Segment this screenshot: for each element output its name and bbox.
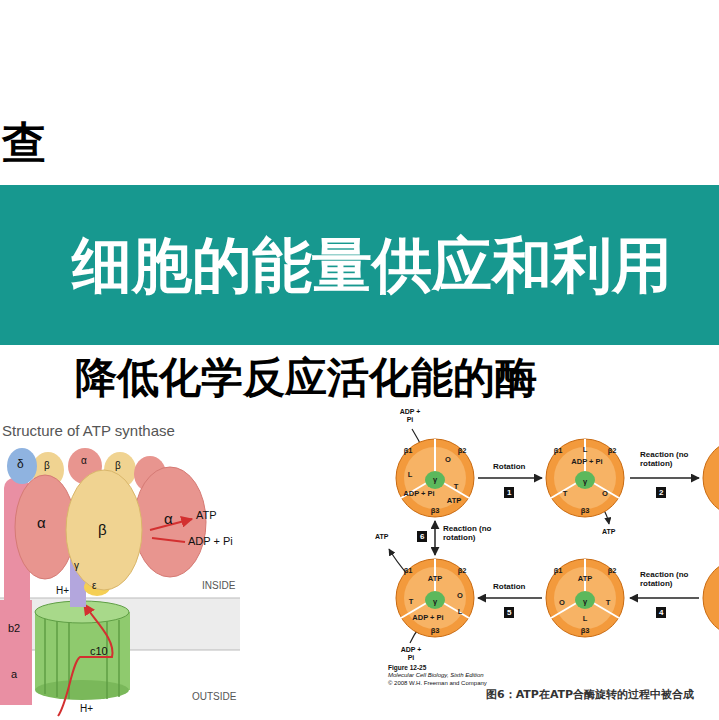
step-number: 6 [417,531,427,542]
step-arrow [630,597,699,599]
circle-label: L [408,471,413,480]
step-connector [478,477,542,479]
rotor-state-circle: β1 β2 β3 O L TγADP + Pi ATP [395,438,475,518]
subunit-label: α [37,514,46,531]
adp-line [152,538,185,542]
c-ring [35,612,130,690]
step-number: 5 [504,607,514,618]
circle-label: O [559,599,565,608]
step-label: Reaction (no rotation) [640,450,696,468]
circle-label: T [606,599,611,608]
subunit-label: β [44,460,50,472]
ion-label: H+ [80,703,93,715]
circle-label: T [409,598,414,607]
partial-circle [703,439,719,517]
circle-label: T [454,483,459,492]
product-label: ATP [375,533,388,541]
subunit-label: α [164,510,173,527]
circle-label: β1 [404,447,413,456]
step-connector [478,597,542,599]
rotor-state-circle: β1ATP β2Oγ T Lβ3 [545,558,625,638]
side-label: INSIDE [202,580,235,592]
circle-label: β2 [608,447,617,456]
subunit-label: β [98,521,107,538]
circle-label: T [563,490,568,499]
figure-caption: 图6：ATP在ATP合酶旋转的过程中被合成 [486,689,694,702]
circle-label: β2 [608,567,617,576]
ion-label: H+ [56,585,69,597]
circle-label: β1 [554,447,563,456]
alpha-subunit [134,467,206,577]
edge-label: Rotation [492,462,526,471]
c-ring-stripes [45,618,119,699]
circle-label: β1 [404,567,413,576]
circle-label: ADP + Pi [571,458,602,467]
circle-label: β2 [458,447,467,456]
circle-label: γ [583,478,587,487]
circle-label: ADP + Pi [403,490,434,499]
circle-label: ATP [447,497,461,506]
product-label: ATP [602,528,615,536]
circle-label: β3 [431,627,440,636]
product-label: ATP [196,509,217,522]
heading-fragment: 查 [2,118,46,169]
subtitle: 降低化学反应活化能的酶 [75,354,537,402]
step-connector [434,521,436,555]
subunit-label: δ [17,458,24,472]
circle-label: ADP + Pi [412,614,443,623]
substrate-label: ADP + Pi [396,408,424,424]
circle-label: L [583,615,588,624]
band-title: 细胞的能量供应和利用 [72,231,672,300]
partial-circle [703,559,719,637]
title-band: 细胞的能量供应和利用 [0,185,719,345]
credit: Molecular Cell Biology, Sixth Edition [388,672,484,679]
step-number: 4 [656,607,666,618]
c-ring [35,680,129,700]
subunit-label: α [81,455,87,467]
subunit-label: γ [74,560,79,572]
circle-label: γ [433,598,437,607]
circle-label: β3 [581,507,590,516]
beta-subunit [66,470,142,590]
circle-label: β3 [431,507,440,516]
step-arrow [630,477,699,479]
figure-title: Structure of ATP synthase [2,422,175,439]
edge-label: Rotation [492,582,526,591]
figure-number: Figure 12-25 [388,664,426,671]
delta-subunit [7,448,37,484]
edge-label: Reaction (no rotation) [443,524,499,542]
circle-label: β2 [458,567,467,576]
circle-label: O [457,592,463,601]
proton-path [58,604,113,716]
step-number: 2 [656,487,666,498]
subunit-label: a [11,668,17,681]
subunit-label: b2 [8,622,20,635]
circle-label: L [458,608,463,617]
subunit-label: c10 [90,645,108,658]
subunit-label: β [115,460,121,472]
circle-label: β3 [581,627,590,636]
credit: © 2008 W.H. Freeman and Company [388,680,487,687]
substrate-label: ADP + Pi [397,646,425,662]
circle-label: γ [433,476,437,485]
circle-label: O [445,456,451,465]
step-label: Reaction (no rotation) [640,570,696,588]
subunit-label: ε [92,580,96,592]
circle-label: O [602,490,608,499]
step-number: 1 [504,487,514,498]
membrane-edge [0,598,240,599]
circle-label: ATP [428,575,442,584]
circle-label: ATP [578,575,592,584]
substrate-label: ADP + Pi [188,535,233,548]
rotor-state-circle: β1 Lβ2ADP + Pi TγOβ3 [545,438,625,518]
circle-label: γ [583,598,587,607]
side-label: OUTSIDE [192,691,236,703]
rotor-state-circle: β1ATP β2Oγ T L ADP + Pi β3 [395,558,475,638]
circle-label: β1 [554,567,563,576]
circle-label: L [583,446,588,455]
